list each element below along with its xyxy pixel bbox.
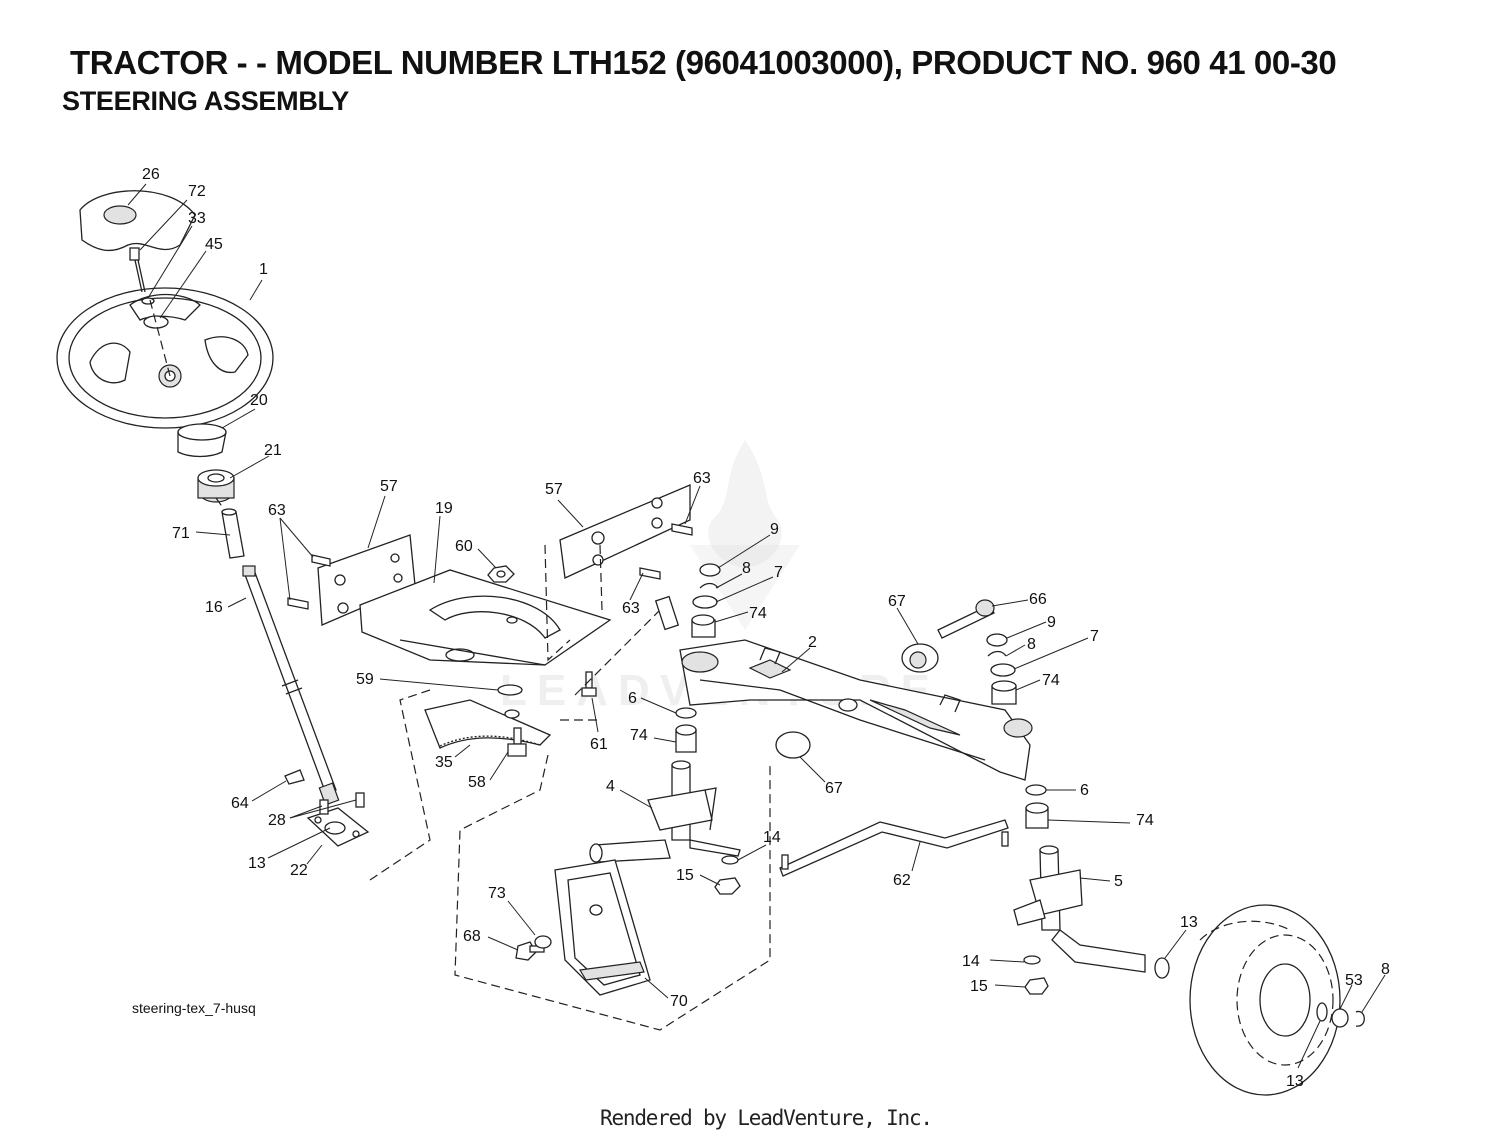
page-subtitle: STEERING ASSEMBLY — [62, 86, 349, 116]
callout-13-wheel: 13 — [1286, 1073, 1304, 1090]
callout-63-left: 63 — [268, 502, 286, 519]
callout-63-middle: 63 — [622, 600, 640, 617]
callout-62: 62 — [893, 872, 911, 889]
callout-74-right-top: 74 — [1042, 672, 1060, 689]
washer-73 — [534, 935, 552, 949]
washer-13-outer — [1316, 1002, 1328, 1022]
callout-13-bearing: 13 — [248, 855, 266, 872]
callout-70: 70 — [670, 993, 688, 1010]
callout-6-right: 6 — [1080, 782, 1089, 799]
right-spindle — [1013, 845, 1146, 973]
leader-lines — [127, 183, 1386, 1069]
washer-59 — [497, 684, 523, 696]
link-stud — [654, 595, 680, 631]
washer-13-axle — [1154, 957, 1170, 979]
callout-20: 20 — [250, 392, 268, 409]
callout-2: 2 — [808, 634, 817, 651]
pivot-spacer-top — [901, 643, 939, 673]
callout-67-top: 67 — [888, 593, 906, 610]
callout-71: 71 — [172, 525, 190, 542]
callout-21: 21 — [264, 442, 282, 459]
page-title: TRACTOR - - MODEL NUMBER LTH152 (9604100… — [70, 44, 1337, 81]
nut-washer-left — [714, 855, 741, 895]
phantom-lines — [369, 544, 771, 1031]
steering-gear — [197, 469, 235, 513]
callout-14-right: 14 — [962, 953, 980, 970]
bolt-washers — [129, 247, 171, 377]
link-phantom — [574, 604, 666, 696]
callout-9-left: 9 — [770, 521, 779, 538]
callout-8-left: 8 — [742, 560, 751, 577]
callout-5: 5 — [1114, 873, 1123, 890]
callout-7-right: 7 — [1090, 628, 1099, 645]
callout-53: 53 — [1345, 972, 1363, 989]
callout-67-bottom: 67 — [825, 780, 843, 797]
callout-labels: 26 72 33 45 1 20 21 71 16 63 57 19 60 57… — [142, 166, 1390, 1090]
bolt-61 — [581, 671, 597, 697]
callout-1: 1 — [259, 261, 268, 278]
callout-15-right: 15 — [970, 978, 988, 995]
pivot-spacer-bottom — [775, 731, 811, 759]
front-wheel — [1189, 904, 1341, 1096]
nut-washer-right — [1023, 955, 1049, 995]
front-plate — [554, 859, 651, 996]
callout-74-left-top: 74 — [749, 605, 767, 622]
right-spindle-stack — [986, 633, 1017, 705]
callout-26: 26 — [142, 166, 160, 183]
left-spindle-lower — [675, 707, 697, 753]
callout-57-right: 57 — [545, 481, 563, 498]
callout-72: 72 — [188, 183, 206, 200]
callout-57-left: 57 — [380, 478, 398, 495]
callout-4: 4 — [606, 778, 615, 795]
callout-8-wheel: 8 — [1381, 961, 1390, 978]
callout-35: 35 — [435, 754, 453, 771]
bolt-68 — [515, 941, 545, 961]
callout-63-right: 63 — [693, 470, 711, 487]
callout-7-left: 7 — [774, 564, 783, 581]
callout-61: 61 — [590, 736, 608, 753]
callout-60: 60 — [455, 538, 473, 555]
callout-28: 28 — [268, 812, 286, 829]
callout-45: 45 — [205, 236, 223, 253]
steering-bracket — [359, 569, 612, 666]
bolts-63 — [287, 523, 693, 610]
washer-53 — [1331, 1008, 1349, 1028]
steering-shaft — [242, 565, 340, 806]
callout-64: 64 — [231, 795, 249, 812]
callout-68: 68 — [463, 928, 481, 945]
callout-59: 59 — [356, 671, 374, 688]
steering-bushing — [177, 423, 227, 458]
callout-9-right: 9 — [1047, 614, 1056, 631]
callout-66: 66 — [1029, 591, 1047, 608]
callout-19: 19 — [435, 500, 453, 517]
shaft-spacer — [221, 508, 245, 559]
callout-13-axle: 13 — [1180, 914, 1198, 931]
front-axle — [679, 639, 1033, 781]
callout-6-left: 6 — [628, 690, 637, 707]
steering-wheel-cap — [79, 190, 196, 252]
callout-33: 33 — [188, 210, 206, 227]
callout-74-left-bottom: 74 — [630, 727, 648, 744]
shaft-bearing — [284, 769, 370, 847]
left-spindle — [589, 760, 741, 863]
callout-22: 22 — [290, 862, 308, 879]
callout-14-left: 14 — [763, 829, 781, 846]
callout-16: 16 — [205, 599, 223, 616]
right-spindle-lower — [1025, 784, 1049, 829]
pivot-bolt — [937, 599, 995, 639]
left-spindle-stack — [691, 563, 721, 638]
clip-8 — [1355, 1010, 1365, 1027]
callout-8-right: 8 — [1027, 636, 1036, 653]
nut-60 — [487, 565, 515, 583]
mounting-plate-right — [559, 484, 691, 579]
drag-link — [779, 819, 1009, 877]
callout-58: 58 — [468, 774, 486, 791]
callout-73: 73 — [488, 885, 506, 902]
callout-15-left: 15 — [676, 867, 694, 884]
callout-74-right-bottom: 74 — [1136, 812, 1154, 829]
diagram-reference: steering-tex_7-husq — [132, 1000, 256, 1016]
footer-credit: Rendered by LeadVenture, Inc. — [600, 1106, 933, 1130]
